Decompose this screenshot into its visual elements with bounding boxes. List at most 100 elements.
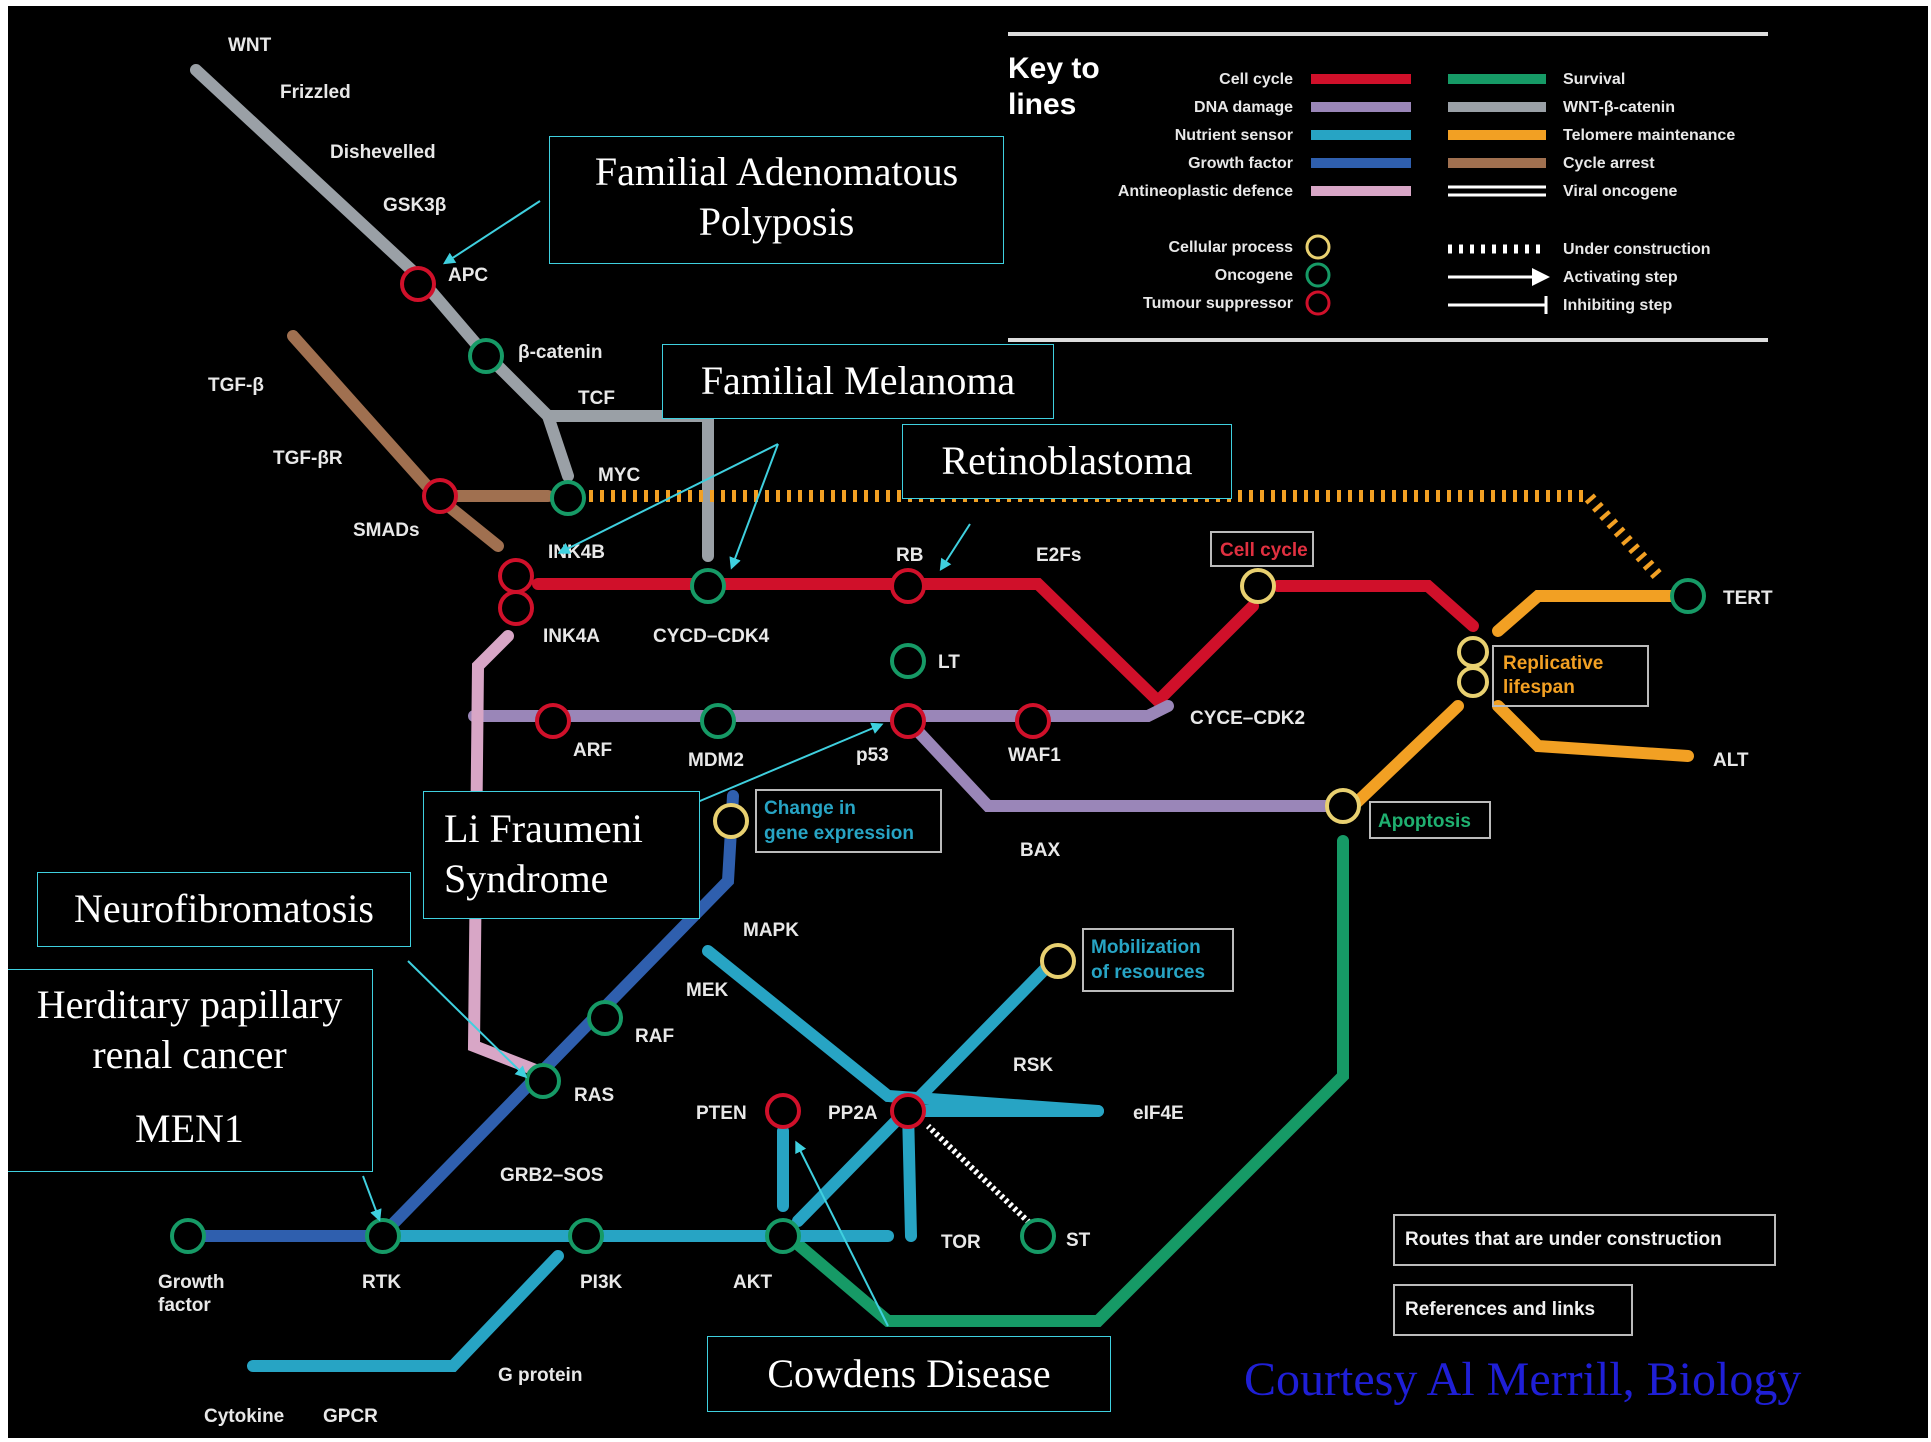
telomere-line: [1347, 590, 1699, 812]
apoptosis-box: [1369, 801, 1491, 839]
frizzled-label: Frizzled: [280, 82, 351, 103]
myc-label: MYC: [598, 465, 641, 486]
viral-oncogene-line: [925, 1123, 1041, 1234]
arf-node: [535, 703, 571, 739]
cytokine-label: Cytokine: [204, 1406, 284, 1427]
cellcycle-box: [1210, 531, 1314, 567]
lifraumeni-pointer: [687, 722, 884, 807]
herditary-callout: Herditary papillary renal cancer MEN1: [8, 969, 373, 1172]
arf-label: ARF: [573, 740, 612, 761]
rtk-label: RTK: [362, 1272, 401, 1293]
waf1-label: WAF1: [1008, 745, 1061, 766]
cowdens-callout: Cowdens Disease: [707, 1336, 1111, 1412]
melanoma-callout: Familial Melanoma: [662, 344, 1054, 419]
dna-damage-line: [468, 700, 1339, 812]
retino-callout-text: Retinoblastoma: [941, 438, 1193, 483]
apoptosis-node: [1325, 788, 1361, 824]
tert-node: [1670, 578, 1706, 614]
key-left-label-1: DNA damage: [1194, 99, 1293, 116]
key-left-label-2: Nutrient sensor: [1175, 127, 1293, 144]
pp2a-label: PP2A: [828, 1103, 878, 1124]
retino-callout: Retinoblastoma: [902, 424, 1232, 499]
survival-line: [782, 835, 1349, 1327]
rb-node: [890, 568, 926, 604]
melanoma-pointer-1: [557, 443, 779, 554]
replicative-node-bottom: [1457, 666, 1489, 698]
mdm2-label: MDM2: [688, 750, 744, 771]
mek-label: MEK: [686, 980, 729, 1001]
cowdens-pointer: [795, 1140, 889, 1327]
raf-node: [587, 1000, 623, 1036]
growth-label-1: Growth: [158, 1272, 225, 1293]
pi3k-node: [568, 1218, 604, 1254]
cyce-label: CYCE–CDK2: [1190, 708, 1305, 729]
p53-node: [890, 703, 926, 739]
replicative-label-2: lifespan: [1503, 677, 1575, 698]
retino-pointer: [939, 523, 971, 572]
pp2a-node: [890, 1093, 926, 1129]
change-label-2: gene expression: [764, 823, 914, 844]
tcf-label: TCF: [578, 388, 615, 409]
dishevelled-label: Dishevelled: [330, 142, 436, 163]
references-and-links-button[interactable]: References and links: [1393, 1284, 1633, 1336]
mapk-label: MAPK: [743, 920, 799, 941]
cell-cycle-line: [532, 578, 1479, 710]
men1-callout-text: MEN1: [135, 1106, 244, 1151]
eif4e-label: eIF4E: [1133, 1103, 1184, 1124]
wnt-pathway-line: [190, 64, 714, 562]
key-tumour-suppressor-label: Tumour suppressor: [1143, 295, 1293, 312]
fap-pointer: [442, 200, 541, 265]
neurofib-callout: Neurofibromatosis: [37, 872, 411, 947]
ink4b-node: [498, 558, 534, 594]
mobilization-label-2: of resources: [1091, 962, 1205, 983]
key-activating-step-label: Activating step: [1563, 269, 1678, 286]
herditary-callout-line1: Herditary papillary: [36, 982, 343, 1027]
cellcycle-label: Cell cycle: [1220, 540, 1308, 561]
myc-node: [550, 480, 586, 516]
lt-node: [890, 643, 926, 679]
waf1-node: [1015, 703, 1051, 739]
apoptosis-label: Apoptosis: [1378, 811, 1471, 832]
rtk-node: [365, 1218, 401, 1254]
smads-node: [422, 478, 458, 514]
herditary-callout-line2: renal cancer: [92, 1032, 287, 1077]
p53-label: p53: [856, 745, 889, 766]
fap-callout-line2: Polyposis: [698, 199, 855, 244]
grb2-label: GRB2–SOS: [500, 1165, 603, 1186]
neurofib-callout-text: Neurofibromatosis: [74, 886, 374, 931]
rb-label: RB: [896, 545, 923, 566]
tert-label: TERT: [1723, 588, 1773, 609]
mobilization-box: [1082, 928, 1234, 992]
key-cellular-process-icon: [1305, 234, 1331, 260]
rsk-label: RSK: [1013, 1055, 1053, 1076]
cellcycle-node: [1240, 568, 1276, 604]
e2fs-label: E2Fs: [1036, 545, 1081, 566]
change-label-1: Change in: [764, 798, 856, 819]
key-right-label-0: Survival: [1563, 71, 1625, 88]
tgfb-pathway-line: [287, 330, 554, 552]
change-box: [755, 789, 942, 853]
key-under-construction-label: Under construction: [1563, 241, 1711, 258]
raf-label: RAF: [635, 1026, 674, 1047]
key-tumour-suppressor-icon: [1305, 290, 1331, 316]
under-construction-line: [578, 490, 1663, 580]
akt-node: [765, 1218, 801, 1254]
nutrient-sensor-line: [247, 945, 1104, 1372]
replicative-label-1: Replicative: [1503, 653, 1603, 674]
ink4a-node: [498, 590, 534, 626]
gsk3b-label: GSK3β: [383, 195, 446, 216]
key-inhibiting-step-label: Inhibiting step: [1563, 297, 1673, 314]
neurofib-pointer: [407, 960, 528, 1079]
key-title-1: Key to: [1008, 52, 1100, 85]
wnt-label: WNT: [228, 35, 272, 56]
key-right-label-3: Cycle arrest: [1563, 155, 1655, 172]
lifraumeni-callout: Li Fraumeni Syndrome: [423, 791, 700, 919]
cycd-node: [690, 568, 726, 604]
tor-label: TOR: [941, 1232, 981, 1253]
key-oncogene-icon: [1305, 262, 1331, 288]
bax-label: BAX: [1020, 840, 1060, 861]
ras-label: RAS: [574, 1085, 614, 1106]
replicative-node-top: [1457, 636, 1489, 668]
routes-under-construction-button[interactable]: Routes that are under construction: [1393, 1214, 1776, 1266]
